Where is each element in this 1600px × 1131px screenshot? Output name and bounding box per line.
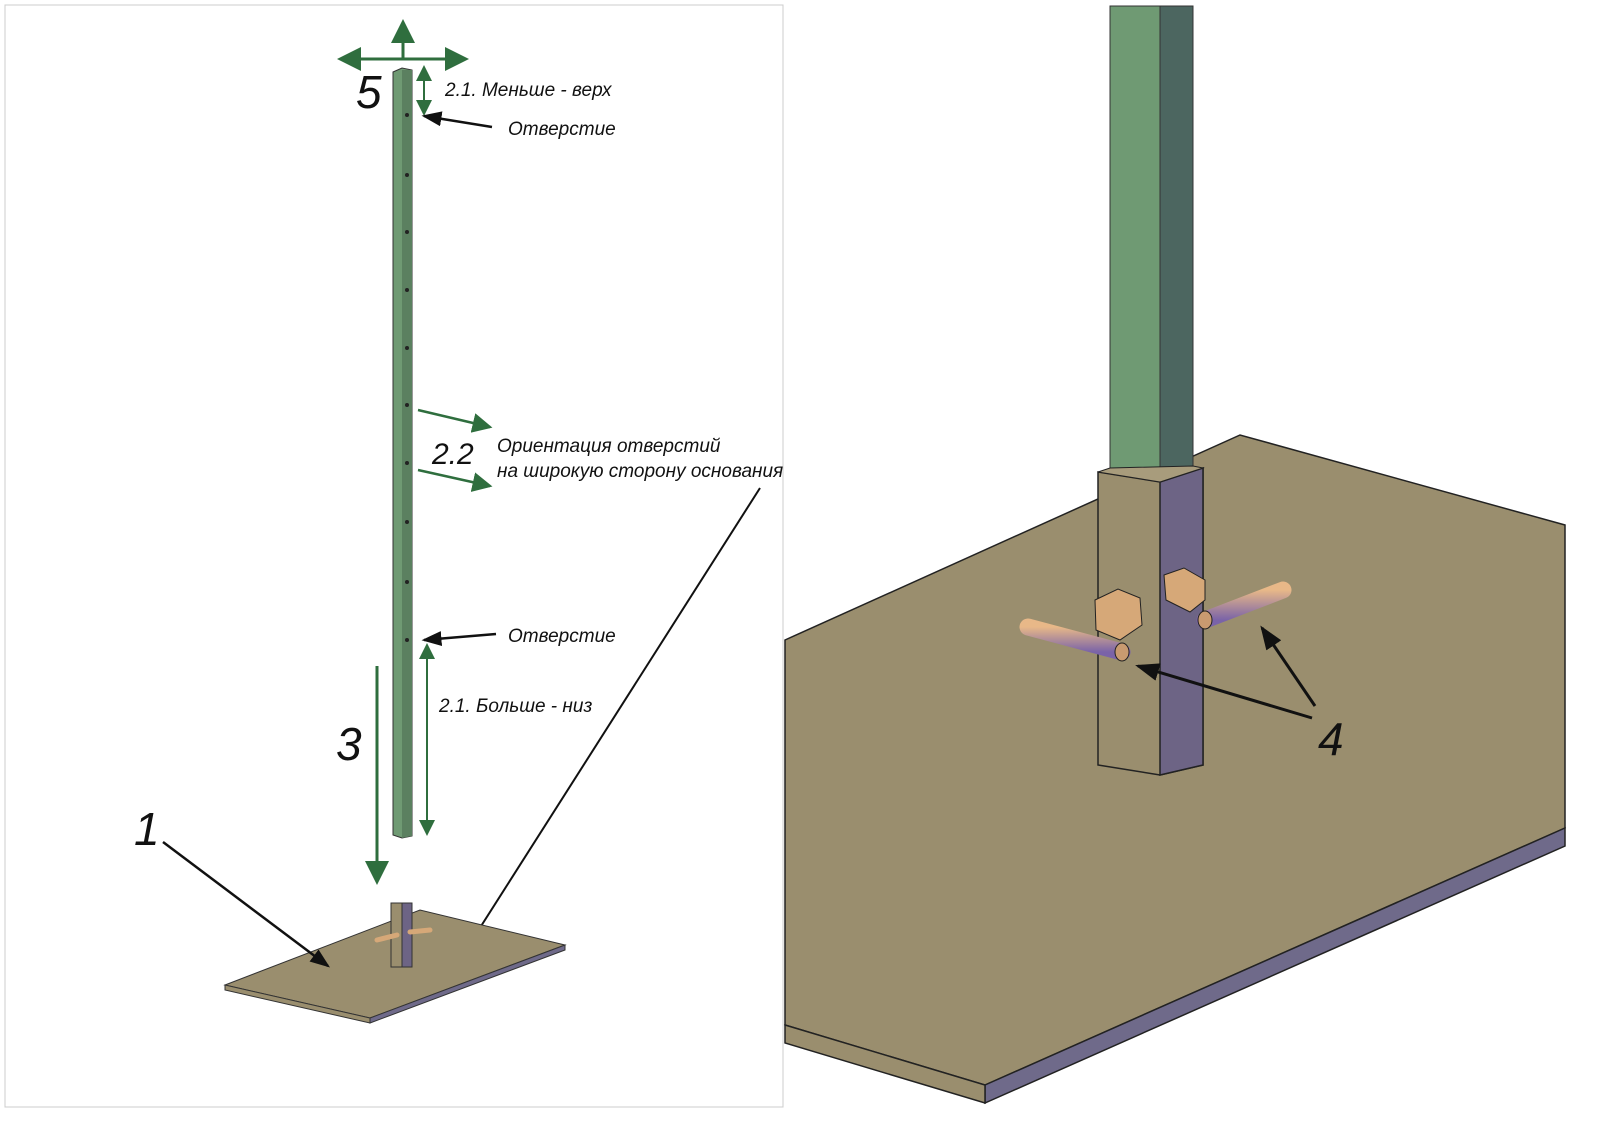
label-bottom-larger: 2.1. Больше - низ [438,696,592,717]
right-panel-detail: 4 [784,5,1566,1105]
label-orientation-line1: Ориентация отверстий [497,436,721,457]
label-3: 3 [336,718,362,770]
base-plate-small [223,902,567,1024]
label-hole-top: Отверстие [508,119,616,140]
label-5: 5 [356,66,382,118]
direction-arrows-top [337,19,469,71]
pointer-arrow-hole-top [421,111,493,129]
pole-detail [1109,5,1194,483]
label-4: 4 [1318,713,1344,765]
pointer-arrow-bolt-left [1135,663,1313,720]
label-top-smaller: 2.1. Меньше - верх [444,80,613,101]
pole [392,67,413,839]
label-1: 1 [134,803,160,855]
socket [1097,465,1205,776]
label-orientation-line2: на широкую сторону основания [497,461,783,482]
label-2-2: 2.2 [431,438,474,471]
pole-holes [405,113,409,642]
pointer-arrow-wide-side [446,487,761,980]
pointer-arrow-hole-bottom [421,631,497,647]
left-panel: 5 2.1. Меньше - верх Отверстие 2.2 Ориен… [4,4,784,1108]
pointer-arrow-base [162,841,330,968]
pointer-arrow-bolt-right [1260,625,1317,707]
label-hole-bottom: Отверстие [508,626,616,647]
bolt-right [1163,567,1292,630]
orientation-arrows [417,408,493,492]
bolt-left [1019,588,1143,662]
